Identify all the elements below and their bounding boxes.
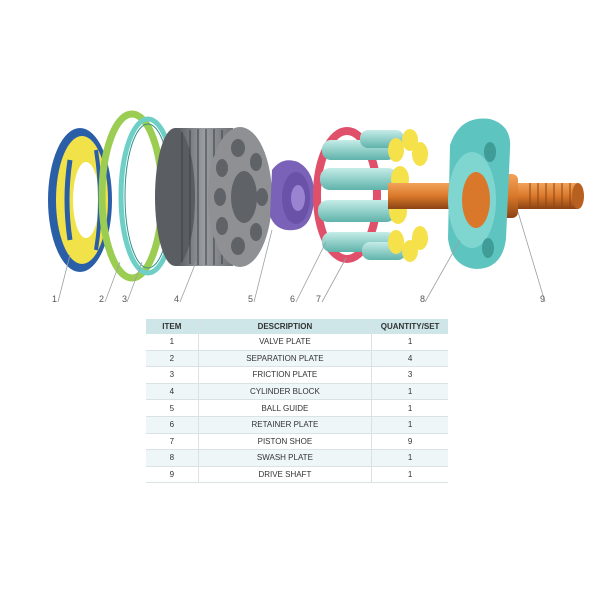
callout-7: 7 xyxy=(316,294,321,304)
parts-table: ITEM DESCRIPTION QUANTITY/SET 1 VALVE PL… xyxy=(146,319,448,484)
header-quantity: QUANTITY/SET xyxy=(371,319,448,334)
cell-description: SEPARATION PLATE xyxy=(198,350,373,368)
table-row: 1 VALVE PLATE 1 xyxy=(146,334,448,351)
cell-item: 6 xyxy=(146,416,199,434)
callout-8: 8 xyxy=(420,294,425,304)
cell-quantity: 9 xyxy=(371,433,448,451)
table-row: 2 SEPARATION PLATE 4 xyxy=(146,350,448,368)
table-row: 7 PISTON SHOE 9 xyxy=(146,433,448,451)
ball-guide xyxy=(270,160,315,231)
header-description: DESCRIPTION xyxy=(198,319,373,334)
cell-quantity: 1 xyxy=(371,399,448,417)
cell-description: CYLINDER BLOCK xyxy=(198,383,373,401)
callout-9: 9 xyxy=(540,294,545,304)
retainer-plate xyxy=(313,127,381,263)
cylinder-block xyxy=(155,127,272,267)
callout-5: 5 xyxy=(248,294,253,304)
cell-item: 8 xyxy=(146,449,199,467)
cell-description: RETAINER PLATE xyxy=(198,416,373,434)
cell-quantity: 1 xyxy=(371,383,448,401)
callout-2: 2 xyxy=(99,294,104,304)
cell-quantity: 1 xyxy=(371,334,448,351)
table-row: 9 DRIVE SHAFT 1 xyxy=(146,466,448,484)
cell-description: SWASH PLATE xyxy=(198,449,373,467)
pump-exploded-diagram: 1 2 3 4 5 6 7 8 9 xyxy=(48,110,584,304)
cell-item: 5 xyxy=(146,399,199,417)
callout-3: 3 xyxy=(122,294,127,304)
leader-lines xyxy=(57,211,546,303)
cell-description: FRICTION PLATE xyxy=(198,366,373,384)
callout-1: 1 xyxy=(52,294,57,304)
cell-item: 3 xyxy=(146,366,199,384)
swash-plate xyxy=(448,118,511,269)
cell-item: 7 xyxy=(146,433,199,451)
table-row: 5 BALL GUIDE 1 xyxy=(146,399,448,417)
cell-description: BALL GUIDE xyxy=(198,399,373,417)
callout-4: 4 xyxy=(174,294,179,304)
cell-item: 1 xyxy=(146,334,199,351)
cell-quantity: 1 xyxy=(371,416,448,434)
callout-6: 6 xyxy=(290,294,295,304)
valve-plate xyxy=(48,128,112,272)
cell-description: PISTON SHOE xyxy=(198,433,373,451)
cell-item: 4 xyxy=(146,383,199,401)
cell-item: 9 xyxy=(146,466,199,484)
cell-quantity: 4 xyxy=(371,350,448,368)
table-row: 6 RETAINER PLATE 1 xyxy=(146,416,448,434)
table-header-row: ITEM DESCRIPTION QUANTITY/SET xyxy=(146,319,448,334)
cell-quantity: 3 xyxy=(371,366,448,384)
cell-quantity: 1 xyxy=(371,466,448,484)
cell-item: 2 xyxy=(146,350,199,368)
cell-description: DRIVE SHAFT xyxy=(198,466,373,484)
cell-quantity: 1 xyxy=(371,449,448,467)
table-row: 8 SWASH PLATE 1 xyxy=(146,449,448,467)
table-row: 4 CYLINDER BLOCK 1 xyxy=(146,383,448,401)
header-item: ITEM xyxy=(146,319,199,334)
table-row: 3 FRICTION PLATE 3 xyxy=(146,366,448,384)
callout-labels: 1 2 3 4 5 6 7 8 9 xyxy=(52,294,545,304)
cell-description: VALVE PLATE xyxy=(198,334,373,351)
